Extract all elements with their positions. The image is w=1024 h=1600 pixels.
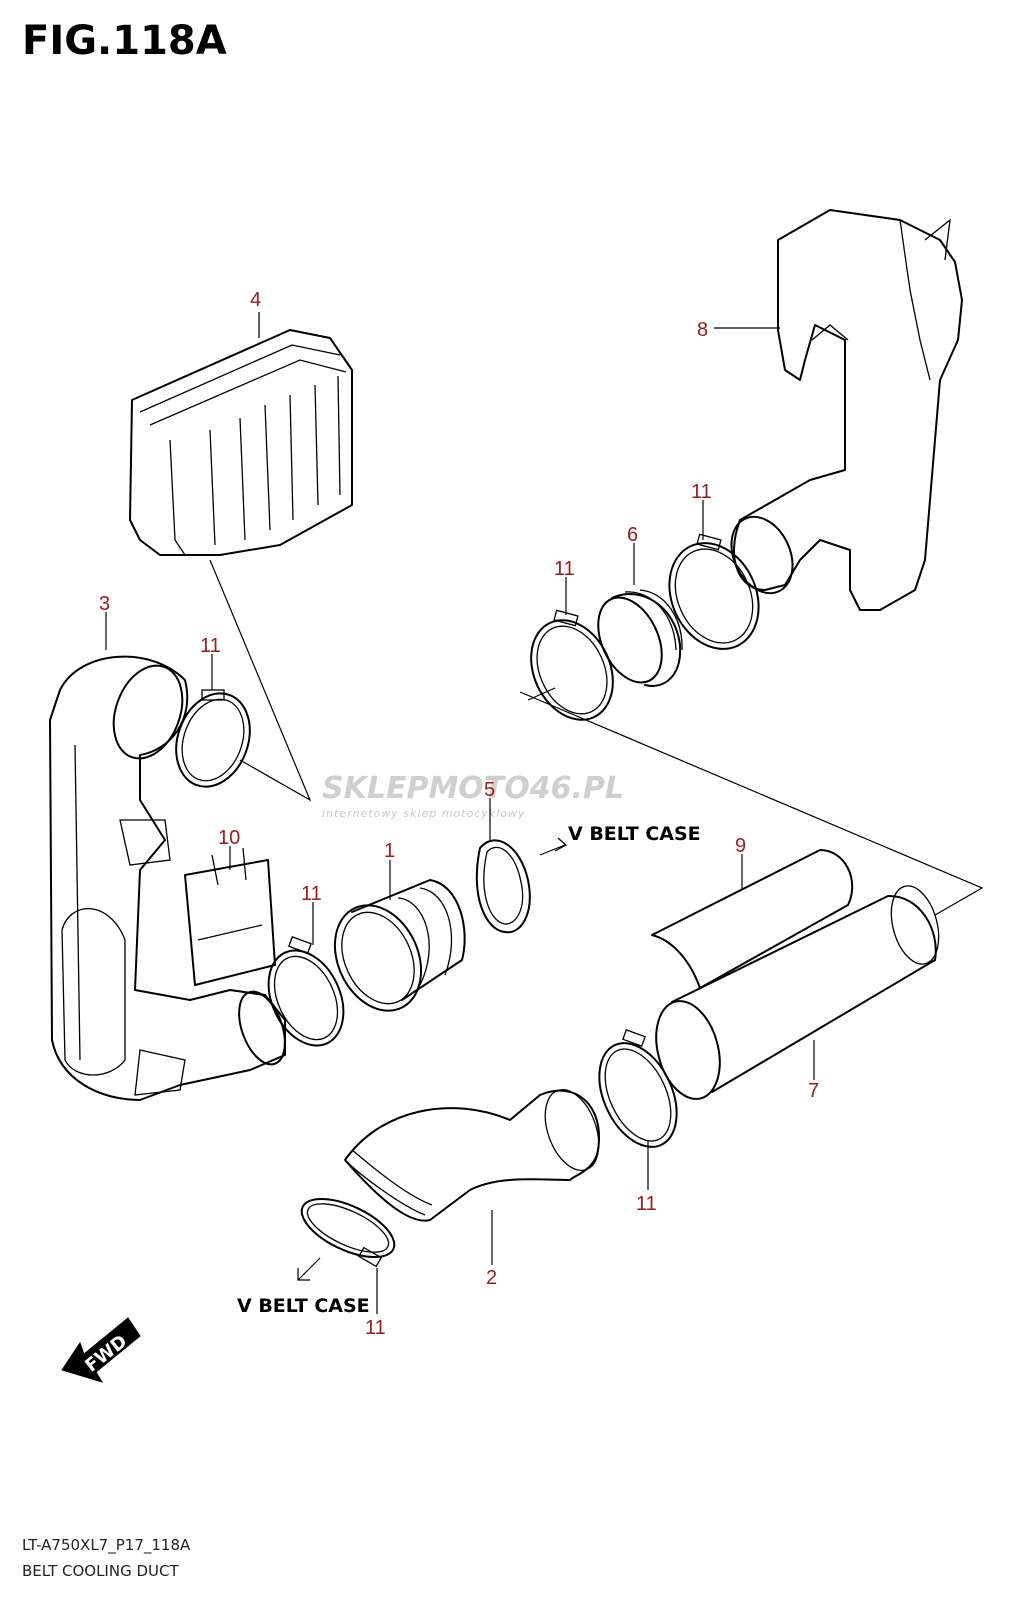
callout-9: 9 bbox=[735, 835, 746, 857]
callout-11: 11 bbox=[200, 635, 221, 657]
callout-10: 10 bbox=[218, 827, 240, 849]
callout-8: 8 bbox=[697, 319, 708, 341]
leader-lines bbox=[105, 312, 984, 1314]
callout-6: 6 bbox=[627, 524, 638, 546]
part-8-upper-duct bbox=[730, 209, 963, 611]
figure-title: FIG.118A bbox=[22, 18, 227, 64]
callout-7: 7 bbox=[808, 1080, 819, 1102]
note-v-belt-case-upper: V BELT CASE bbox=[568, 823, 701, 845]
callout-1: 1 bbox=[384, 840, 395, 862]
part-7-tube bbox=[655, 885, 940, 1100]
part-1-connector bbox=[333, 879, 466, 1012]
callout-4: 4 bbox=[250, 289, 261, 311]
part-5-gasket bbox=[475, 839, 531, 934]
callout-11: 11 bbox=[636, 1193, 657, 1215]
part-11-clamp-f bbox=[300, 1197, 396, 1268]
part-11-clamp-b bbox=[267, 936, 345, 1047]
figure-name: BELT COOLING DUCT bbox=[22, 1562, 179, 1580]
callout-11: 11 bbox=[365, 1317, 386, 1339]
part-4-cover bbox=[129, 329, 353, 556]
part-11-clamp-a bbox=[175, 689, 251, 788]
part-3-duct bbox=[49, 655, 286, 1101]
part-10-pad bbox=[184, 847, 276, 986]
callout-2: 2 bbox=[486, 1267, 497, 1289]
callout-3: 3 bbox=[99, 593, 110, 615]
part-2-lower-duct bbox=[344, 1089, 600, 1222]
callout-11: 11 bbox=[691, 481, 712, 503]
callout-11: 11 bbox=[301, 883, 322, 905]
watermark: SKLEPMOTO46.PL internetowy sklep motocyk… bbox=[322, 771, 624, 820]
callout-11: 11 bbox=[554, 558, 575, 580]
part-11-clamp-e bbox=[598, 1029, 678, 1148]
note-v-belt-case-lower: V BELT CASE bbox=[237, 1295, 370, 1317]
watermark-main-text: SKLEPMOTO46.PL bbox=[322, 771, 624, 806]
callout-5: 5 bbox=[484, 779, 495, 801]
model-code: LT-A750XL7_P17_118A bbox=[22, 1536, 191, 1554]
part-11-clamp-d bbox=[668, 533, 760, 650]
watermark-sub-text: internetowy sklep motocyklowy bbox=[322, 807, 526, 820]
callouts: 4 3 11 10 1 5 11 11 6 11 8 9 7 11 2 11 bbox=[99, 289, 819, 1339]
part-9-half-cover bbox=[651, 849, 854, 989]
fwd-arrow-icon: FWD bbox=[61, 1317, 141, 1383]
part-6-sleeve bbox=[597, 589, 683, 687]
